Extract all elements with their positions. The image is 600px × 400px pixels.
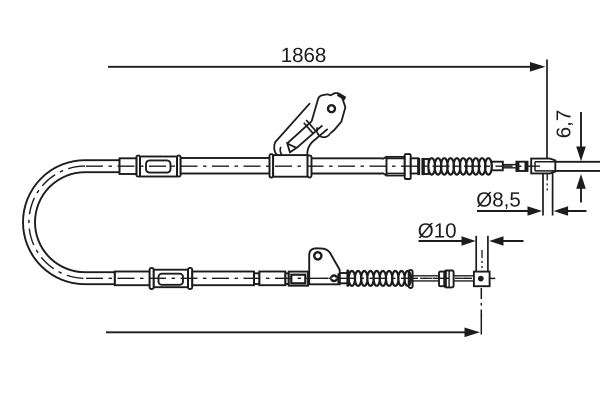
svg-text:Ø10: Ø10 <box>418 220 457 243</box>
svg-text:1868: 1868 <box>281 44 327 67</box>
svg-text:6,7: 6,7 <box>552 110 575 139</box>
svg-text:Ø8,5: Ø8,5 <box>476 189 520 212</box>
